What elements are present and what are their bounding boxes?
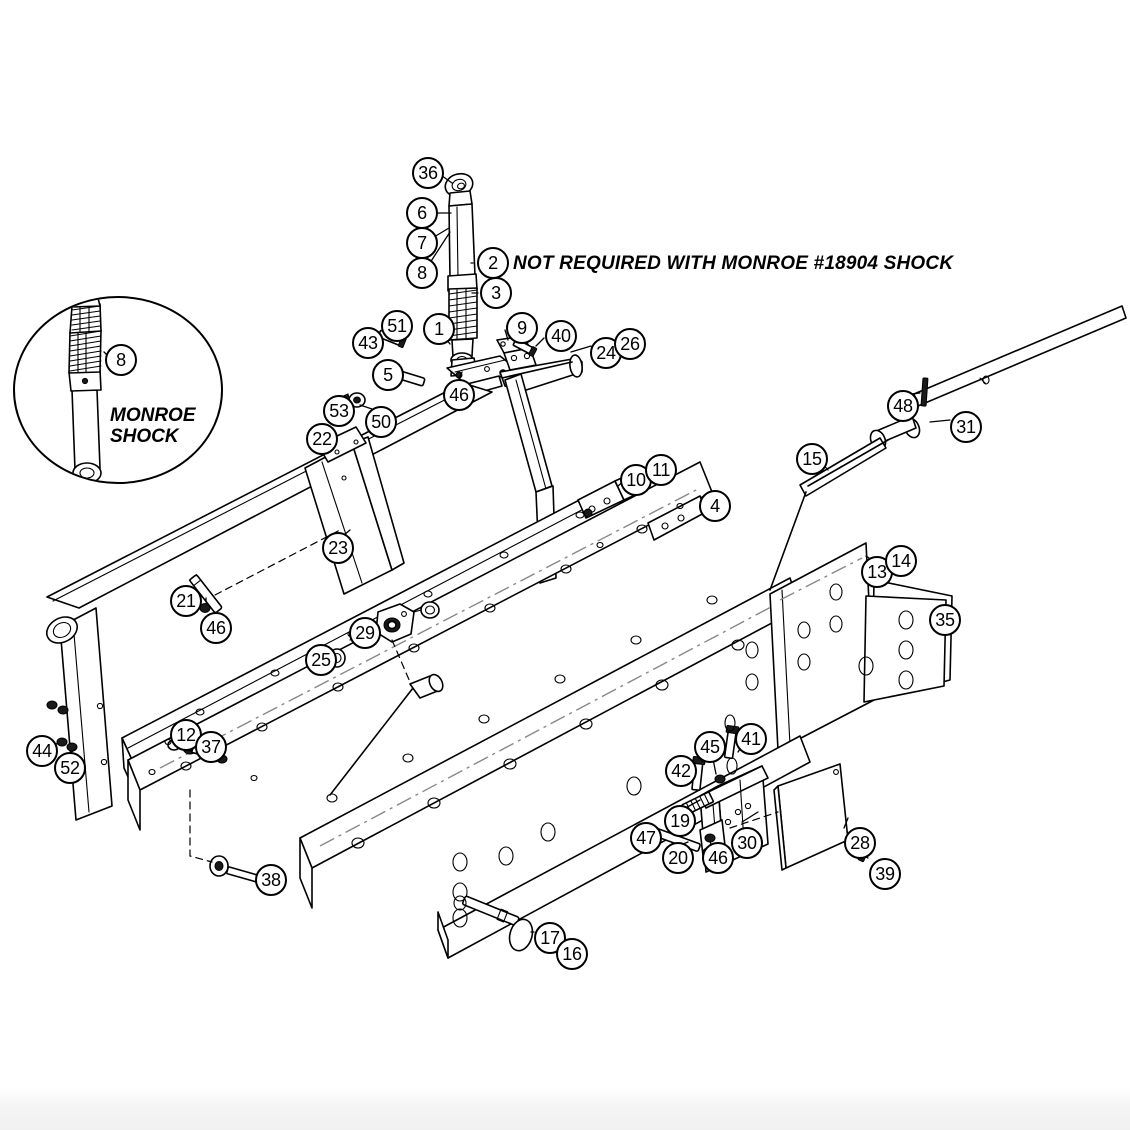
tie-rod-assembly (769, 305, 1127, 591)
callout-43[interactable]: 43 (352, 327, 384, 359)
callout-51[interactable]: 51 (381, 310, 413, 342)
callout-2[interactable]: 2 (477, 247, 509, 279)
callout-23[interactable]: 23 (322, 532, 354, 564)
pivot-hardware (167, 529, 444, 884)
callout-20[interactable]: 20 (662, 842, 694, 874)
callout-52[interactable]: 52 (54, 752, 86, 784)
callout-22[interactable]: 22 (306, 423, 338, 455)
callout-7[interactable]: 7 (406, 227, 438, 259)
monroe-shock-inset-label: MONROE SHOCK (110, 405, 196, 447)
callout-19[interactable]: 19 (664, 805, 696, 837)
callout-11[interactable]: 11 (645, 454, 677, 486)
callout-14[interactable]: 14 (885, 545, 917, 577)
beam-detail-holes (148, 502, 684, 782)
callout-6[interactable]: 6 (406, 197, 438, 229)
callout-4[interactable]: 4 (699, 490, 731, 522)
main-beam-lower (299, 577, 801, 909)
left-end-cap (43, 607, 113, 821)
callout-5[interactable]: 5 (372, 359, 404, 391)
callout-30[interactable]: 30 (731, 827, 763, 859)
callout-8[interactable]: 8 (406, 257, 438, 289)
callout-44[interactable]: 44 (26, 735, 58, 767)
callout-21[interactable]: 21 (170, 585, 202, 617)
callout-28[interactable]: 28 (844, 827, 876, 859)
right-end-plates (745, 542, 953, 751)
callout-26[interactable]: 26 (614, 328, 646, 360)
pin-17-16 (453, 895, 535, 952)
callout-31[interactable]: 31 (950, 411, 982, 443)
callout-39[interactable]: 39 (869, 858, 901, 890)
callout-46[interactable]: 46 (443, 379, 475, 411)
callout-29[interactable]: 29 (349, 617, 381, 649)
callout-35[interactable]: 35 (929, 604, 961, 636)
callout-40[interactable]: 40 (545, 320, 577, 352)
callout-1[interactable]: 1 (423, 313, 455, 345)
callout-3[interactable]: 3 (480, 277, 512, 309)
callout-25[interactable]: 25 (305, 644, 337, 676)
callout-15[interactable]: 15 (796, 443, 828, 475)
callout-47[interactable]: 47 (630, 822, 662, 854)
monroe-shock-inset (13, 296, 223, 484)
callout-inset-8[interactable]: 8 (105, 344, 137, 376)
callout-37[interactable]: 37 (195, 731, 227, 763)
callout-46[interactable]: 46 (200, 612, 232, 644)
callout-50[interactable]: 50 (365, 406, 397, 438)
inset-label-line1: MONROE (110, 405, 196, 426)
top-shock-absorber (423, 172, 479, 377)
callout-48[interactable]: 48 (887, 390, 919, 422)
callout-46[interactable]: 46 (702, 842, 734, 874)
callout-36[interactable]: 36 (412, 157, 444, 189)
bolt-44 (46, 700, 69, 715)
callout-53[interactable]: 53 (323, 395, 355, 427)
callout-16[interactable]: 16 (556, 938, 588, 970)
monroe-requirement-note: NOT REQUIRED WITH MONROE #18904 SHOCK (513, 253, 954, 274)
callout-42[interactable]: 42 (665, 755, 697, 787)
callout-38[interactable]: 38 (255, 864, 287, 896)
inset-label-line2: SHOCK (110, 426, 179, 447)
callout-41[interactable]: 41 (735, 723, 767, 755)
callout-45[interactable]: 45 (694, 731, 726, 763)
callout-9[interactable]: 9 (506, 312, 538, 344)
